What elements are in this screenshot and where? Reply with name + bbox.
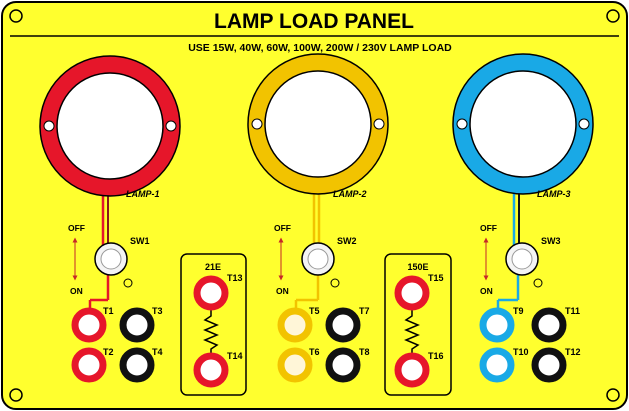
terminal-t7-label: T7 xyxy=(359,306,370,316)
resistor-21e-symbol xyxy=(203,305,219,357)
lamp-1-switch-indicator xyxy=(123,278,133,288)
lamp-3-switch-label: SW3 xyxy=(541,236,561,246)
lamp-3-screw-hole xyxy=(456,118,468,130)
lamp-3-switch-indicator xyxy=(533,278,543,288)
lamp-1-screw-hole xyxy=(165,120,177,132)
mounting-hole xyxy=(9,388,23,402)
mounting-hole xyxy=(606,388,620,402)
lamp-2-on-label: ON xyxy=(276,286,289,296)
lamp-1-screw-hole xyxy=(43,120,55,132)
lamp-1-off-label: OFF xyxy=(68,223,85,233)
lamp-3-switch-knob xyxy=(511,248,533,270)
lamp-1-on-label: ON xyxy=(70,286,83,296)
lamp-2-switch-label: SW2 xyxy=(337,236,357,246)
terminal-t3[interactable] xyxy=(119,307,155,343)
mounting-hole xyxy=(606,9,620,23)
lamp-2-screw-hole xyxy=(373,118,385,130)
terminal-t6-label: T6 xyxy=(309,347,320,357)
panel-title: LAMP LOAD PANEL xyxy=(214,10,414,33)
resistor-150e-box xyxy=(384,253,452,396)
terminal-t10[interactable] xyxy=(479,347,515,383)
mounting-hole xyxy=(9,9,23,23)
terminal-t11-label: T11 xyxy=(565,306,580,316)
lamp-3-group: LAMP-3 OFF ON SW3 T9 T10 T11 T12 xyxy=(452,53,594,383)
terminal-t12[interactable] xyxy=(531,347,567,383)
resistor-150e-symbol xyxy=(404,305,420,357)
terminal-t14-label: T14 xyxy=(227,351,243,361)
lamp-2-group: LAMP-2 OFF ON SW2 T5 T6 T7 T8 xyxy=(247,53,389,383)
lamp-3-socket xyxy=(469,70,577,178)
terminal-t2-label: T2 xyxy=(103,347,114,357)
lamp-3-off-label: OFF xyxy=(480,223,497,233)
terminal-t4[interactable] xyxy=(119,347,155,383)
lamp-2-off-label: OFF xyxy=(274,223,291,233)
terminal-t2[interactable] xyxy=(71,347,107,383)
terminal-t8[interactable] xyxy=(325,347,361,383)
lamp-3-label: LAMP-3 xyxy=(537,189,571,199)
resistor-21e-value: 21E xyxy=(205,262,221,272)
terminal-t16[interactable] xyxy=(394,352,430,388)
lamp-2-screw-hole xyxy=(251,118,263,130)
terminal-t13-label: T13 xyxy=(227,273,243,283)
terminal-t9[interactable] xyxy=(479,307,515,343)
terminal-t5-label: T5 xyxy=(309,306,320,316)
lamp-2-switch-indicator xyxy=(330,278,340,288)
terminal-t1-label: T1 xyxy=(103,306,114,316)
terminal-t9-label: T9 xyxy=(513,306,524,316)
terminal-t6[interactable] xyxy=(277,347,313,383)
resistor-21e-group: 21E T13 T14 xyxy=(180,253,247,396)
resistor-21e-box xyxy=(180,253,247,396)
terminal-t8-label: T8 xyxy=(359,347,370,357)
lamp-1-switch-label: SW1 xyxy=(130,236,150,246)
resistor-150e-value: 150E xyxy=(407,262,428,272)
lamp-2-label: LAMP-2 xyxy=(333,189,367,199)
terminal-t4-label: T4 xyxy=(152,347,163,357)
lamp-1-socket xyxy=(56,72,164,180)
lamp-3-screw-hole xyxy=(578,118,590,130)
lamp-1-label: LAMP-1 xyxy=(126,189,160,199)
terminal-t10-label: T10 xyxy=(513,347,529,357)
lamp-3-on-label: ON xyxy=(480,286,493,296)
terminal-t13[interactable] xyxy=(193,275,229,311)
terminal-t1[interactable] xyxy=(71,307,107,343)
lamp-1-switch-knob xyxy=(100,248,122,270)
lamp-1-group: LAMP-1 OFF ON SW1 T1 T2 T3 T4 xyxy=(39,55,181,383)
terminal-t14[interactable] xyxy=(193,352,229,388)
terminal-t7[interactable] xyxy=(325,307,361,343)
panel-subtitle: USE 15W, 40W, 60W, 100W, 200W / 230V LAM… xyxy=(188,42,452,54)
terminal-t5[interactable] xyxy=(277,307,313,343)
lamp-2-switch-knob xyxy=(307,248,329,270)
terminal-t12-label: T12 xyxy=(565,347,581,357)
terminal-t11[interactable] xyxy=(531,307,567,343)
terminal-t16-label: T16 xyxy=(428,351,444,361)
terminal-t15-label: T15 xyxy=(428,273,444,283)
terminal-t15[interactable] xyxy=(394,275,430,311)
lamp-2-socket xyxy=(264,70,372,178)
terminal-t3-label: T3 xyxy=(152,306,163,316)
resistor-150e-group: 150E T15 T16 xyxy=(384,253,452,396)
